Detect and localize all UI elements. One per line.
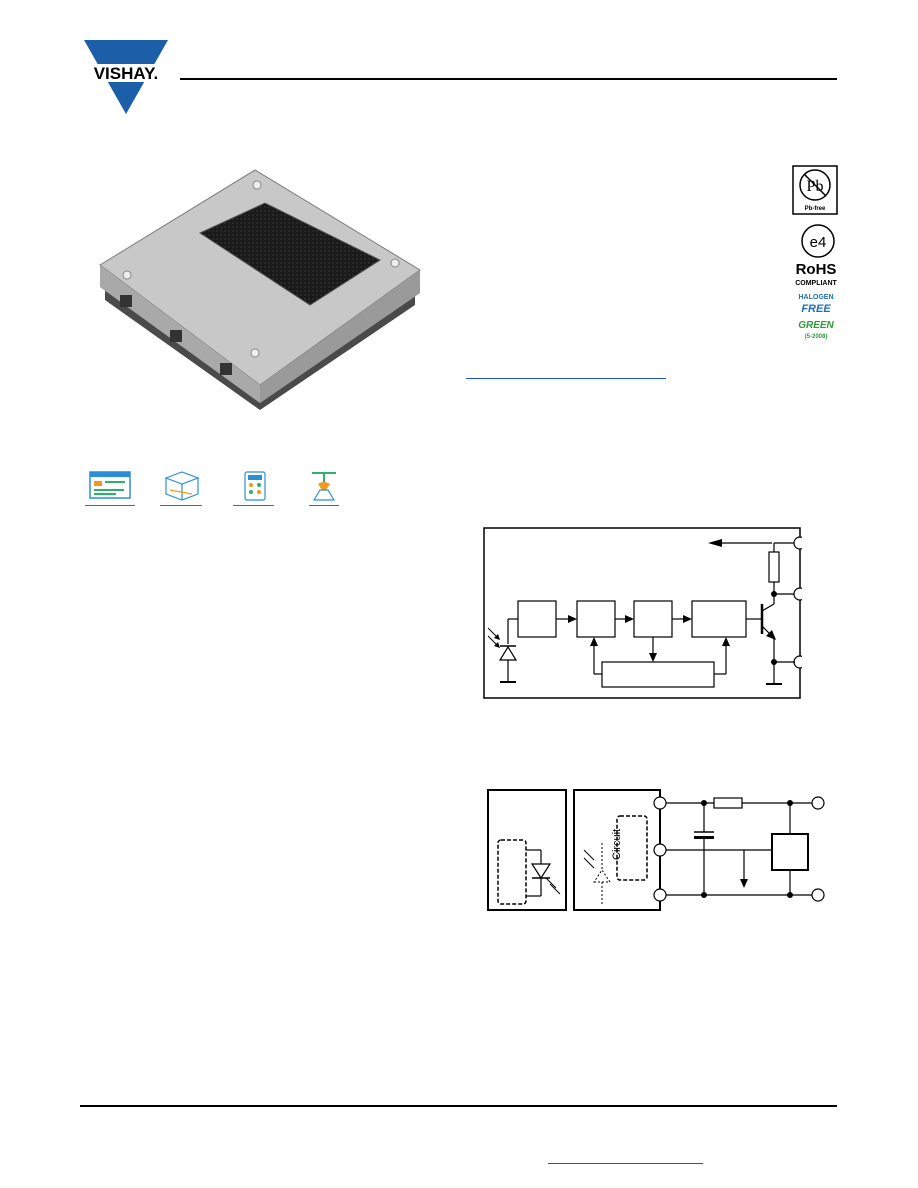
calculator-link[interactable] — [233, 505, 274, 506]
logo-text: VISHAY. — [94, 64, 159, 83]
block-diagram — [483, 527, 802, 699]
datasheet-link[interactable] — [85, 505, 135, 506]
halogen-free-label: FREE — [801, 303, 831, 315]
circuit-label: Circuit — [611, 828, 623, 860]
3d-model-link[interactable] — [160, 505, 202, 506]
assembly-icon[interactable] — [308, 470, 340, 502]
green-label: GREEN — [798, 320, 834, 331]
green-caption: (5-2008) — [804, 334, 828, 340]
calculator-icon[interactable] — [243, 470, 267, 502]
product-photo — [99, 169, 421, 410]
rohs-title: RoHS — [795, 261, 837, 278]
vishay-logo: VISHAY. — [80, 40, 172, 114]
datasheet-icon[interactable] — [88, 470, 132, 500]
e4-symbol: e4 — [810, 234, 827, 251]
footer-rule — [80, 1105, 837, 1107]
assembly-link[interactable] — [309, 505, 339, 506]
3d-model-icon[interactable] — [162, 470, 202, 502]
compliance-badges: Pb Pb-free e4 RoHS COMPLIANT HALOGEN FRE… — [780, 165, 842, 355]
application-circuit — [487, 789, 825, 911]
pb-free-caption: Pb-free — [805, 206, 826, 212]
footer-hyperlink-underline[interactable] — [548, 1163, 703, 1164]
pb-symbol: Pb — [807, 178, 824, 195]
e4-icon: e4 — [801, 224, 835, 258]
pb-free-icon: Pb Pb-free — [792, 165, 838, 215]
rohs-caption: COMPLIANT — [795, 280, 837, 287]
header-rule — [180, 78, 837, 80]
halogen-label: HALOGEN — [798, 294, 834, 301]
hyperlink-underline[interactable] — [466, 378, 666, 379]
